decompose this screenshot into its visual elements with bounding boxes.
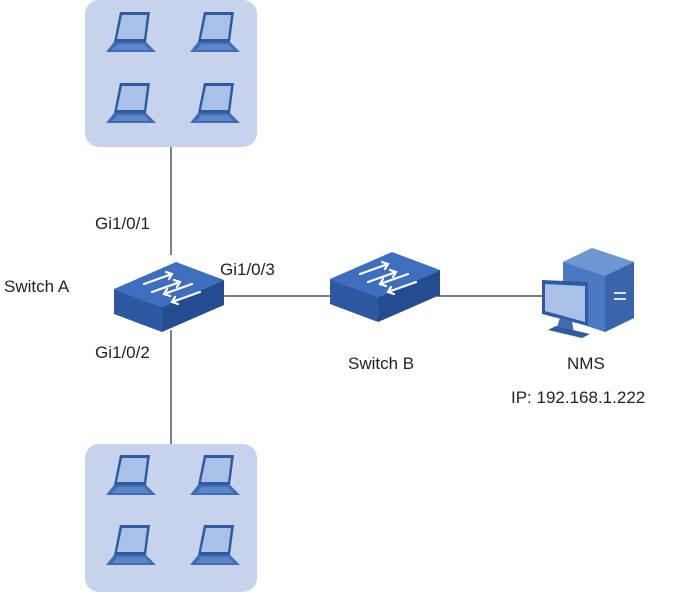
switch-a-icon [112, 260, 226, 334]
nms-pc-icon [542, 248, 634, 338]
port-label-gi1-0-3: Gi1/0/3 [220, 260, 275, 279]
switch-a-label: Switch A [4, 277, 70, 296]
switch-b-label: Switch B [348, 354, 415, 373]
switch-b-icon [328, 250, 442, 324]
nms-label: NMS [567, 354, 605, 373]
nms-ip-label: IP: 192.168.1.222 [511, 388, 646, 407]
port-label-gi1-0-1: Gi1/0/1 [95, 214, 150, 233]
port-label-gi1-0-2: Gi1/0/2 [95, 343, 150, 362]
bottom-laptop-group [85, 444, 257, 592]
top-laptop-group [85, 0, 257, 147]
